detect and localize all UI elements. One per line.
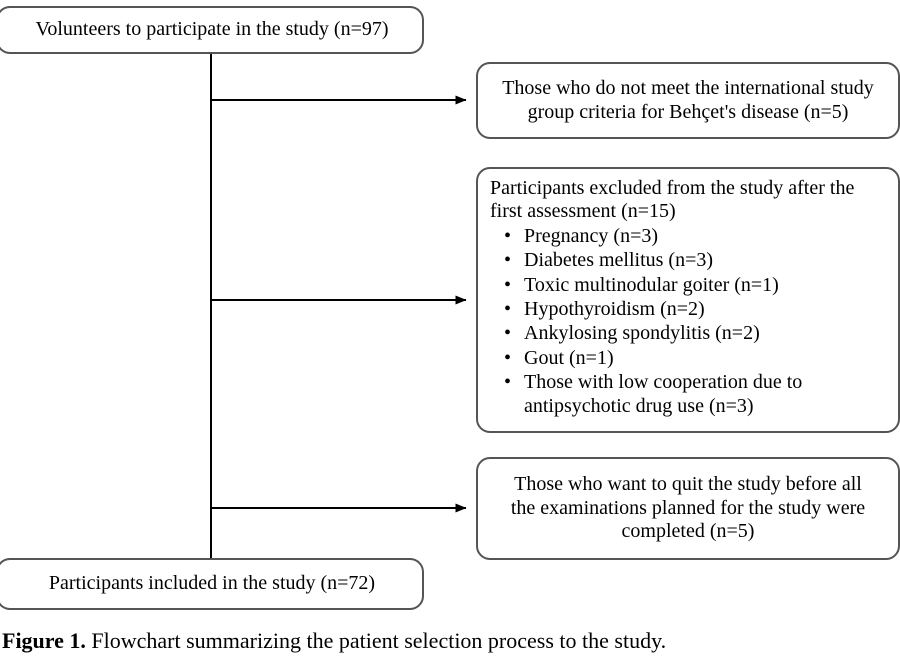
list-item-label: Toxic multinodular goiter (n=1) <box>524 273 779 296</box>
bullet-icon: • <box>504 224 512 247</box>
exclusion-box-2-intro-line1: Participants excluded from the study aft… <box>490 177 855 199</box>
figure-caption-text: Flowchart summarizing the patient select… <box>85 628 667 653</box>
list-item-label: Diabetes mellitus (n=3) <box>524 249 714 272</box>
bullet-icon: • <box>504 346 512 369</box>
end-box-label: Participants included in the study (n=72… <box>48 572 376 595</box>
list-item: • Toxic multinodular goiter (n=1) <box>504 274 888 297</box>
list-item: • Diabetes mellitus (n=3) <box>504 249 888 272</box>
list-item-label: Those with low cooperation due to <box>524 371 803 394</box>
exclusion-box-quit-before-completion: Those who want to quit the study before … <box>476 457 900 560</box>
list-item: • Hypothyroidism (n=2) <box>504 298 888 321</box>
list-item: • Ankylosing spondylitis (n=2) <box>504 322 888 345</box>
list-item-label: Ankylosing spondylitis (n=2) <box>524 322 760 345</box>
exclusion-box-after-first-assessment: Participants excluded from the study aft… <box>476 167 900 433</box>
list-item-label-continued: antipsychotic drug use (n=3) <box>524 394 754 417</box>
bullet-icon: • <box>504 297 512 320</box>
start-box: Volunteers to participate in the study (… <box>0 6 424 54</box>
list-item-label: Hypothyroidism (n=2) <box>524 297 705 320</box>
exclusion-box-2-intro-line2: first assessment (n=15) <box>490 200 676 223</box>
list-item-label: Gout (n=1) <box>524 346 614 369</box>
exclusion-box-3-line3: completed (n=5) <box>621 520 755 543</box>
exclusion-box-3-line1: Those who want to quit the study before … <box>514 473 862 496</box>
list-item-label: Pregnancy (n=3) <box>524 224 659 247</box>
list-item: • Those with low cooperation due to anti… <box>504 371 888 418</box>
bullet-icon: • <box>504 322 512 345</box>
start-box-label: Volunteers to participate in the study (… <box>35 18 389 41</box>
exclusion-reason-list: • Pregnancy (n=3) • Diabetes mellitus (n… <box>478 224 898 418</box>
list-item: • Pregnancy (n=3) <box>504 225 888 248</box>
bullet-icon: • <box>504 273 512 296</box>
end-box: Participants included in the study (n=72… <box>0 558 424 610</box>
exclusion-box-1-line1: Those who do not meet the international … <box>502 76 874 99</box>
exclusion-box-criteria-not-met: Those who do not meet the international … <box>476 62 900 139</box>
exclusion-box-2-intro: Participants excluded from the study aft… <box>478 169 898 224</box>
exclusion-box-3-text: Those who want to quit the study before … <box>478 473 898 544</box>
bullet-icon: • <box>504 371 512 394</box>
exclusion-box-1-line2: group criteria for Behçet's disease (n=5… <box>527 100 849 123</box>
figure-caption-label: Figure 1. <box>2 628 86 653</box>
list-item: • Gout (n=1) <box>504 347 888 370</box>
bullet-icon: • <box>504 249 512 272</box>
exclusion-box-1-text: Those who do not meet the international … <box>478 77 898 124</box>
exclusion-box-3-line2: the examinations planned for the study w… <box>510 496 866 519</box>
figure-caption: Figure 1. Flowchart summarizing the pati… <box>2 628 898 653</box>
